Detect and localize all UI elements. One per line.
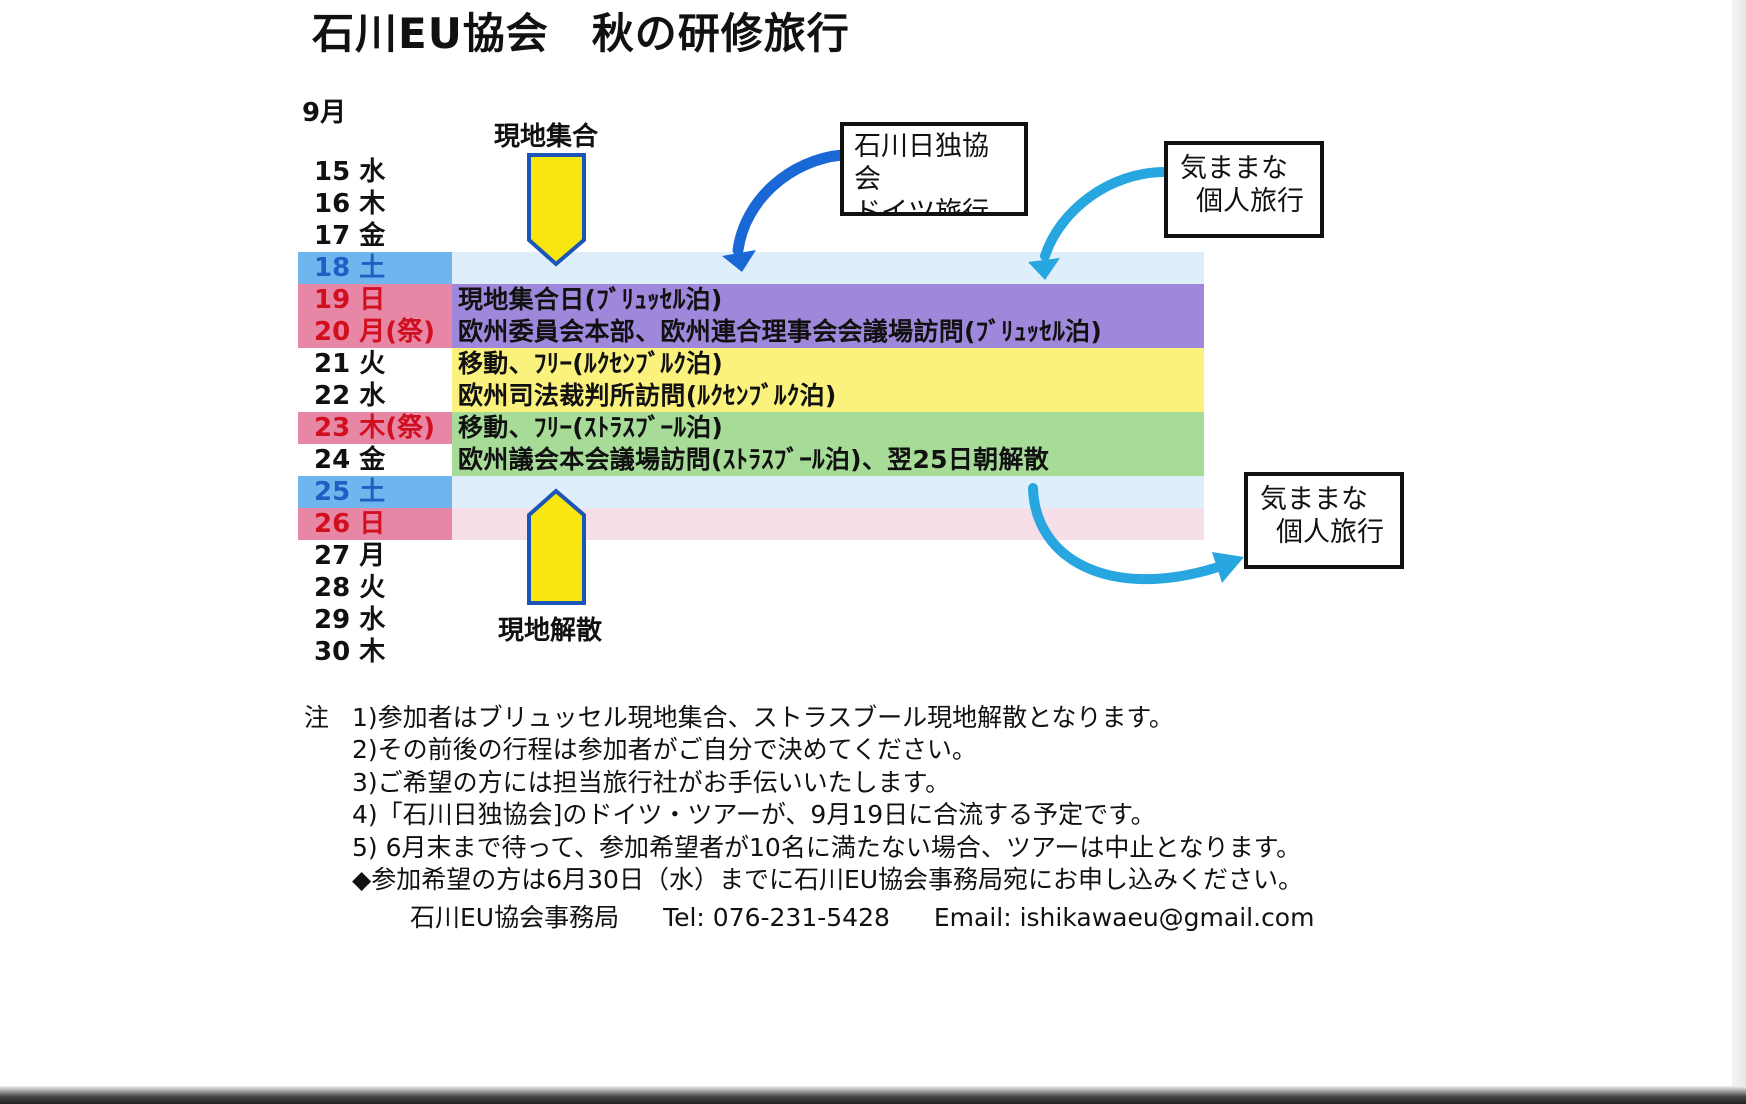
assembly-marker-icon — [527, 153, 586, 267]
german-society-arrow-icon — [732, 149, 848, 256]
notes-label: 注 — [304, 703, 330, 732]
contact-line: 石川EU協会事務局 Tel: 076-231-5428 Email: ishik… — [410, 898, 1350, 934]
itinerary-23: 移動、ﾌﾘｰ(ｽﾄﾗｽﾌﾞｰﾙ泊) — [458, 413, 724, 442]
itinerary-21: 移動、ﾌﾘｰ(ﾙｸｾﾝﾌﾞﾙｸ泊) — [458, 349, 724, 378]
itinerary-19: 現地集合日(ﾌﾞﾘｭｯｾﾙ泊) — [458, 285, 723, 314]
free-travel-before-callout: 気ままな 個人旅行 — [1164, 141, 1324, 238]
date-15: 15 水 — [314, 157, 386, 187]
german-society-line-1: 石川日独協 — [854, 131, 989, 162]
band-saturday-25 — [452, 476, 1204, 508]
date-bg-18 — [298, 252, 452, 284]
date-bg-19 — [298, 284, 452, 316]
german-society-arrowhead-icon — [722, 250, 756, 272]
dispersal-marker-icon — [527, 488, 586, 605]
itinerary-20: 欧州委員会本部、欧州連合理事会会議場訪問(ﾌﾞﾘｭｯｾﾙ泊) — [458, 317, 1103, 346]
contact-tel: Tel: 076-231-5428 — [663, 903, 890, 932]
contact-email[interactable]: Email: ishikawaeu@gmail.com — [933, 903, 1315, 932]
date-bg-25 — [298, 476, 452, 508]
date-18: 18 土 — [314, 253, 386, 283]
date-21: 21 火 — [314, 349, 386, 379]
note-6-text: ◆参加希望の方は6月30日（水）までに石川EU協会事務局宛にお申し込みください。 — [352, 864, 1304, 894]
band-saturday-18 — [452, 252, 1204, 284]
scan-right-edge — [1732, 0, 1746, 1104]
dispersal-label: 現地解散 — [498, 616, 603, 646]
band-brussels — [452, 284, 1204, 348]
date-26: 26 日 — [314, 509, 386, 539]
date-29: 29 水 — [314, 605, 386, 635]
note-5-text: 5) 6月末まで待って、参加希望者が10名に満たない場合、ツアーは中止となります… — [352, 832, 1302, 862]
date-27: 27 月 — [314, 541, 386, 571]
date-bg-23 — [298, 412, 452, 444]
free-before-line-2: 個人旅行 — [1196, 186, 1304, 217]
free-before-arrow-icon — [1040, 167, 1170, 261]
page-title: 石川EU協会 秋の研修旅行 — [312, 9, 850, 58]
date-16: 16 木 — [314, 189, 386, 219]
note-3-text: 3)ご希望の方には担当旅行社がお手伝いいたします。 — [352, 767, 951, 797]
itinerary-24: 欧州議会本会議場訪問(ｽﾄﾗｽﾌﾞｰﾙ泊)、翌25日朝解散 — [458, 445, 1050, 474]
free-travel-after-callout: 気ままな 個人旅行 — [1244, 472, 1404, 569]
date-19: 19 日 — [314, 285, 386, 315]
band-luxembourg — [452, 348, 1204, 412]
free-after-arrowhead-icon — [1212, 552, 1244, 583]
note-2-text: 2)その前後の行程は参加者がご自分で決めてください。 — [352, 735, 977, 765]
date-22: 22 水 — [314, 381, 386, 411]
note-1-text: 1)参加者はブリュッセル現地集合、ストラスブール現地解散となります。 — [352, 703, 1174, 732]
date-17: 17 金 — [314, 221, 386, 251]
date-bg-20 — [298, 316, 452, 348]
free-before-line-1: 気ままな — [1180, 153, 1288, 184]
date-28: 28 火 — [314, 573, 386, 603]
free-before-arrowhead-icon — [1028, 258, 1060, 280]
date-20: 20 月(祭) — [314, 317, 435, 347]
date-24: 24 金 — [314, 445, 386, 475]
german-society-line-3: ドイツ旅行 — [854, 197, 989, 216]
date-bg-26 — [298, 508, 452, 540]
date-30: 30 木 — [314, 637, 386, 667]
band-strasbourg — [452, 412, 1204, 476]
free-after-line-2: 個人旅行 — [1276, 517, 1384, 548]
month-label: 9月 — [302, 98, 347, 128]
free-after-arrow-icon — [1028, 483, 1220, 585]
german-society-line-2: 会 — [854, 164, 881, 195]
date-25: 25 土 — [314, 477, 386, 507]
date-23: 23 木(祭) — [314, 413, 435, 443]
german-society-callout: 石川日独協 会 ドイツ旅行 — [840, 122, 1028, 216]
assembly-label: 現地集合 — [494, 122, 599, 152]
itinerary-22: 欧州司法裁判所訪問(ﾙｸｾﾝﾌﾞﾙｸ泊) — [458, 381, 837, 410]
contact-office: 石川EU協会事務局 — [410, 903, 620, 932]
scan-bottom-edge — [0, 1086, 1746, 1104]
note-4-text: 4)「石川日独協会]のドイツ・ツアーが、9月19日に合流する予定です。 — [352, 800, 1156, 830]
free-after-line-1: 気ままな — [1260, 484, 1368, 515]
